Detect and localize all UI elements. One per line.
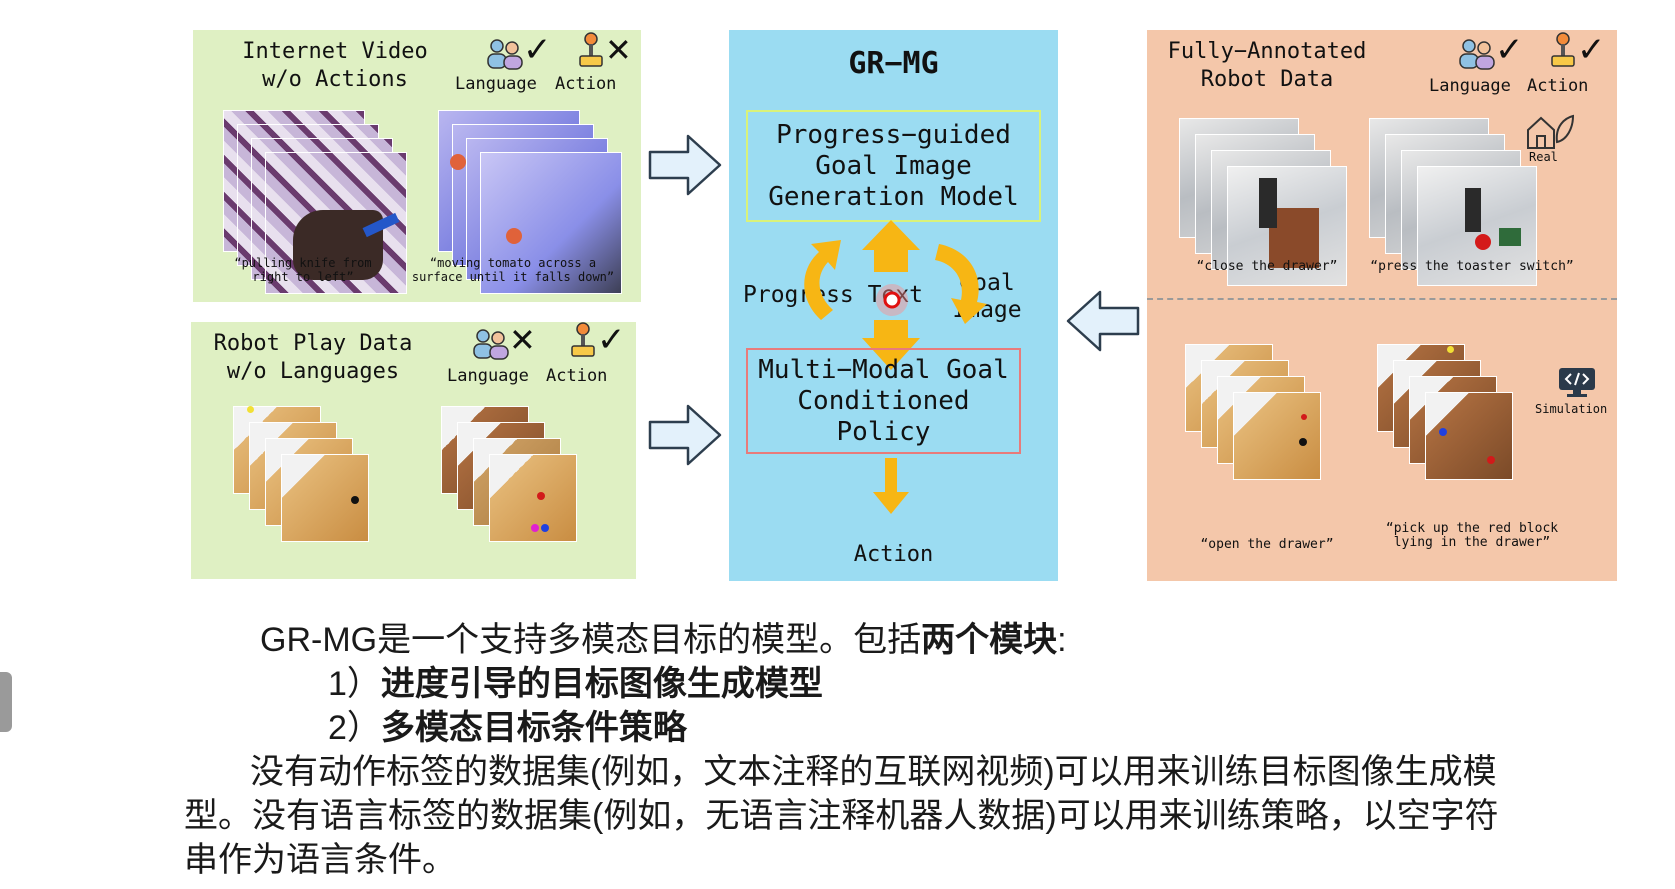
language-label: Language (455, 74, 537, 94)
divider (1147, 298, 1617, 300)
module-item-2: 2）多模态目标条件策略 (328, 709, 687, 747)
arrow-down-icon (873, 458, 909, 514)
check-icon: ✓ (1577, 30, 1606, 70)
simulation-label: Simulation (1535, 402, 1608, 416)
robot-play-panel: Robot Play Data w/o Languages ✕ ✓ Langua… (191, 320, 636, 579)
house-leaf-icon (1527, 114, 1575, 149)
fully-annotated-title: Fully−Annotated Robot Data (1167, 39, 1367, 92)
robot-play-title: Robot Play Data w/o Languages (213, 331, 413, 384)
side-scroll-handle[interactable] (0, 672, 12, 732)
joystick-icon (1551, 32, 1575, 67)
gr-mg-title: GR−MG (848, 46, 939, 81)
check-icon: ✓ (523, 30, 552, 70)
code-monitor-icon (1559, 368, 1595, 397)
arrow-right-icon (648, 404, 722, 466)
cross-icon: ✕ (605, 31, 632, 69)
people-icon (1459, 39, 1495, 70)
gr-mg-panel: GR−MG Progress−guided Goal Image Generat… (729, 30, 1058, 581)
arrow-left-icon (1066, 290, 1140, 352)
internet-video-panel: Internet Video w/o Actions ✓ ✕ Language … (193, 30, 641, 302)
multi-modal-policy-box: Multi−Modal Goal Conditioned Policy (746, 348, 1021, 454)
action-label: Action (546, 366, 608, 386)
yellow-arrows (804, 220, 987, 370)
caption-tomato: “moving tomato across a surface until it… (411, 256, 615, 284)
arrow-right-icon (648, 134, 722, 196)
real-label: Real (1529, 150, 1558, 164)
summary-line: GR-MG是一个支持多模态目标的模型。包括两个模块: (260, 621, 1067, 659)
check-icon: ✓ (1495, 30, 1524, 70)
caption-knife: “pulling knife from right to left” (234, 256, 372, 284)
joystick-icon (571, 322, 595, 357)
module-item-1: 1）进度引导的目标图像生成模型 (328, 665, 823, 703)
language-label: Language (447, 366, 529, 386)
paragraph-line-2: 型。没有语言标签的数据集(例如，无语言注释机器人数据)可以用来训练策略，以空字符 (184, 797, 1499, 835)
people-icon (487, 39, 523, 70)
fully-annotated-panel: Fully−Annotated Robot Data ✓ ✓ Language … (1147, 30, 1617, 581)
internet-video-title: Internet Video w/o Actions (242, 39, 428, 92)
cross-icon: ✕ (509, 321, 536, 359)
paragraph-line-1: 没有动作标签的数据集(例如，文本注释的互联网视频)可以用来训练目标图像生成模 (250, 753, 1497, 791)
people-icon (473, 329, 509, 360)
caption-toaster: “press the toaster switch” (1370, 259, 1574, 274)
language-label: Language (1429, 76, 1511, 96)
action-output-label: Action (853, 542, 934, 567)
caption-red-block: “pick up the red block lying in the draw… (1385, 521, 1559, 550)
caption-close-drawer: “close the drawer” (1196, 259, 1338, 274)
goal-image-generation-box: Progress−guided Goal Image Generation Mo… (746, 110, 1041, 222)
paragraph-line-3: 串作为语言条件。 (184, 841, 456, 879)
caption-open-drawer: “open the drawer” (1200, 537, 1334, 552)
action-label: Action (555, 74, 617, 94)
action-label: Action (1527, 76, 1589, 96)
check-icon: ✓ (597, 320, 626, 360)
joystick-icon (579, 32, 603, 67)
